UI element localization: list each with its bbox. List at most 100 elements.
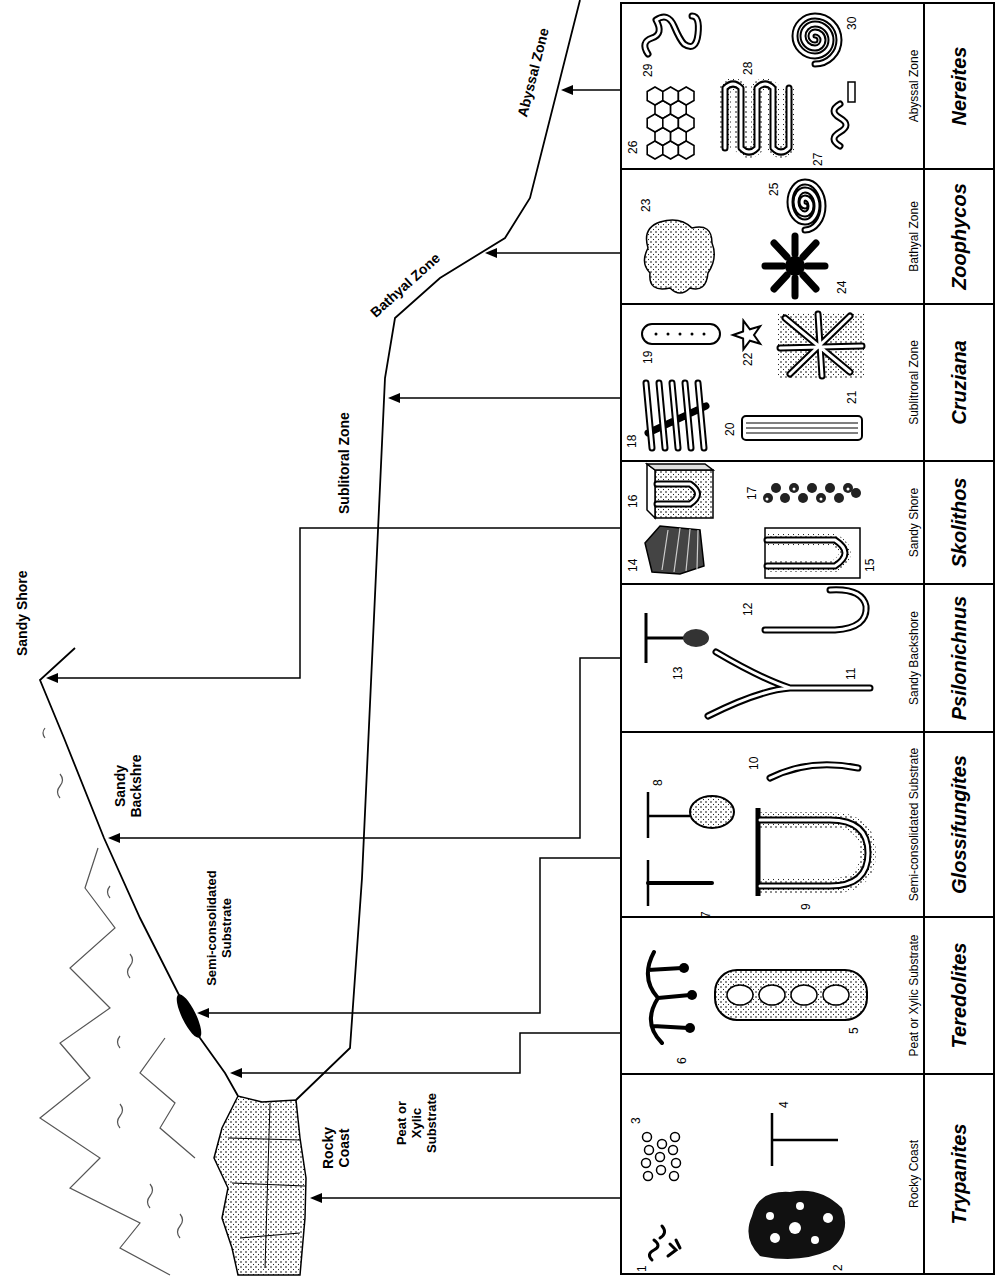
callout-number: 1: [636, 1265, 650, 1272]
trace-fossil-drawing: [642, 1133, 681, 1181]
trace-fossil-drawing: [642, 1159, 651, 1168]
trace-fossil-drawing: [746, 423, 858, 433]
callout-number: 29: [642, 64, 656, 77]
arrowhead: [561, 85, 573, 95]
trace-fossil-drawing: [789, 1222, 801, 1234]
callout-number: 3: [630, 1117, 644, 1124]
trace-fossil-drawing: [825, 483, 835, 493]
trace-fossil-drawing: [671, 1133, 680, 1142]
trace-fossil-drawing: [678, 87, 694, 105]
callout-number: 9: [800, 903, 814, 910]
arrowhead: [46, 85, 573, 1203]
trace-fossil-drawing: [725, 84, 789, 152]
arrowhead: [485, 248, 497, 258]
trace-fossil-drawing: [727, 985, 849, 1005]
trace-fossil-drawing: [763, 493, 773, 503]
trace-fossil-drawing: [656, 1153, 665, 1162]
trace-fossil-drawing: [748, 1191, 845, 1259]
trace-fossil-drawing: [765, 590, 866, 630]
trace-fossil-drawing: [672, 1159, 681, 1168]
trace-fossil-drawing: [789, 483, 799, 493]
callout-number: 7: [700, 911, 714, 918]
trace-fossil-drawing: [790, 182, 823, 230]
trace-fossil-drawing: [834, 104, 846, 146]
ichnofacies-column: Peat or Xylic SubstrateTeredolites: [620, 916, 995, 1075]
leader-line: [322, 1197, 620, 1199]
trace-fossil-drawing: [811, 1236, 819, 1244]
trace-fossil-drawing: [655, 470, 713, 518]
genus-name: Cruziana: [923, 305, 993, 460]
callout-number: 22: [742, 353, 756, 366]
trace-fossil-drawing: [760, 820, 868, 886]
callout-number: 6: [676, 1057, 690, 1064]
leader-line: [400, 397, 620, 399]
trace-fossil-drawing: [778, 313, 865, 378]
land-surface: [40, 648, 238, 1096]
trace-fossil-drawing: [765, 528, 860, 578]
genus-name: Trypanites: [923, 1075, 993, 1273]
trace-fossil-drawing: [847, 488, 850, 491]
trace-fossil-drawing: [725, 84, 789, 152]
trace-fossil-drawing: [644, 220, 714, 293]
trace-fossil-drawing: [790, 182, 823, 230]
trace-fossil-drawing: [685, 1023, 695, 1033]
trace-fossil-drawing: [690, 796, 734, 828]
trace-fossil-drawing: [678, 114, 694, 132]
trace-fossil-drawing: [678, 141, 694, 159]
zone-caption: Sublitroral Zone: [907, 309, 921, 456]
trace-fossil-drawing: [657, 484, 698, 504]
trace-fossil-drawing: [765, 590, 866, 630]
trace-fossil-drawing: [669, 1146, 678, 1155]
trace-fossil-drawing: [763, 483, 861, 503]
trace-fossil-drawing: [645, 526, 704, 574]
leader-line: [497, 252, 620, 254]
genus-name: Psilonichnus: [923, 585, 993, 731]
semi-consolidated-patch: [172, 991, 206, 1040]
trace-fossil-drawing: [649, 1226, 680, 1260]
leader-line: [573, 89, 620, 91]
ichnofacies-column: Rocky CoastTrypanites: [620, 1073, 995, 1275]
zone-caption: Sandy Backshore: [907, 589, 921, 727]
trace-fossil-drawing: [851, 488, 861, 498]
trace-fossil-drawing: [780, 493, 790, 503]
zone-caption: Bathyal Zone: [907, 174, 921, 299]
trace-fossil-drawing: [648, 952, 690, 1043]
zone-label: Sublitoral Zone: [336, 412, 352, 514]
callout-number: 14: [627, 559, 641, 572]
zone-label: Semi-consolidated Substrate: [205, 857, 235, 999]
callout-number: 5: [848, 1027, 862, 1034]
trace-fossil-drawing: [646, 383, 704, 448]
leader-line: [209, 858, 620, 1013]
zone-label: Sandy Shore: [14, 570, 30, 656]
zone-caption: Semi-consolidated Substrate: [907, 737, 921, 912]
trace-fossil-drawing: [759, 985, 785, 1005]
ichnofacies-column: Abyssal ZoneNereites: [620, 2, 995, 170]
trace-fossil-drawing: [648, 881, 712, 885]
callout-number: 8: [652, 779, 666, 786]
trace-fossil-drawing: [662, 528, 698, 572]
trace-fossil-drawing: [644, 1172, 653, 1181]
sea-floor: [296, 0, 580, 1100]
trace-fossil-drawing: [648, 792, 690, 838]
arrowhead: [197, 1008, 209, 1018]
arrowhead: [46, 673, 58, 683]
trace-fossil-drawing: [798, 493, 808, 503]
rocky-cliff: [214, 1096, 306, 1275]
arrowhead: [108, 833, 120, 843]
trace-fossil-drawing: [683, 629, 709, 647]
sea-floor: [296, 0, 580, 1100]
trace-fossil-drawing: [655, 333, 706, 336]
trace-fossil-drawing: [646, 383, 706, 448]
trace-fossil-drawing: [642, 324, 720, 344]
trace-fossil-drawing: [834, 104, 846, 146]
callout-number: 21: [846, 391, 860, 404]
mountain-outline: [43, 728, 183, 1238]
arrowhead: [310, 1193, 322, 1203]
leader-line: [120, 658, 620, 838]
trace-fossil-drawing: [679, 963, 697, 1033]
trace-fossil-drawing: [770, 765, 858, 778]
trace-fossil-drawing: [807, 483, 817, 493]
ichnofacies-column: Sublitroral ZoneCruziana: [620, 303, 995, 462]
callout-number: 2: [832, 1264, 846, 1271]
trace-fossil-drawing: [643, 1133, 652, 1142]
